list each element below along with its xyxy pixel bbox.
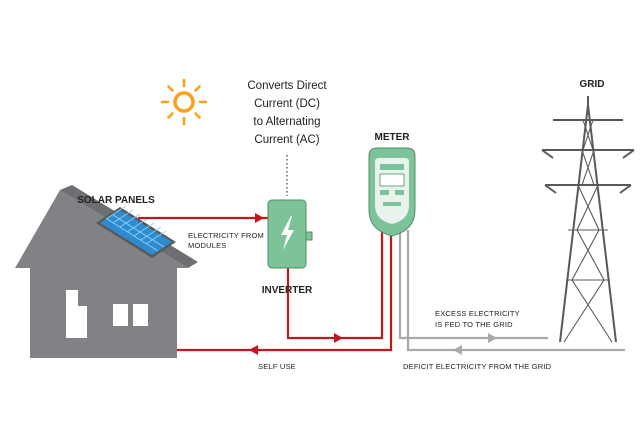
transmission-tower-icon	[541, 96, 635, 343]
inverter-label: INVERTER	[262, 285, 313, 296]
svg-text:MODULES: MODULES	[188, 241, 227, 250]
self-use-label: SELF USE	[258, 362, 296, 371]
arrow-icon	[453, 333, 497, 355]
deficit-electricity-label: DEFICIT ELECTRICITY FROM THE GRID	[403, 362, 552, 371]
wire-meter-to-house	[177, 230, 393, 352]
solar-panel-icon	[96, 205, 176, 258]
arrow-icon	[249, 213, 343, 355]
house-window	[133, 304, 148, 326]
excess-electricity-label: EXCESS ELECTRICITY IS FED TO THE GRID	[435, 309, 520, 329]
svg-text:Converts Direct: Converts Direct	[247, 80, 327, 92]
svg-text:EXCESS ELECTRICITY: EXCESS ELECTRICITY	[435, 309, 520, 318]
svg-text:Current (DC): Current (DC)	[254, 98, 320, 110]
grey-wires	[398, 230, 625, 352]
lightning-bolt-icon	[281, 216, 294, 250]
electricity-from-modules-label: ELECTRICITY FROM MODULES	[188, 231, 264, 250]
sun-icon	[160, 78, 208, 126]
electric-meter-icon	[368, 147, 416, 237]
svg-text:to Alternating: to Alternating	[253, 116, 320, 128]
inverter-icon	[267, 199, 313, 269]
svg-text:Current (AC): Current (AC)	[254, 134, 319, 146]
svg-text:ELECTRICITY FROM: ELECTRICITY FROM	[188, 231, 264, 240]
wire-grid-to-meter	[406, 230, 625, 352]
svg-text:IS FED TO THE GRID: IS FED TO THE GRID	[435, 320, 513, 329]
converts-dc-ac-callout: Converts Direct Current (DC) to Alternat…	[247, 80, 327, 146]
grid-label: GRID	[580, 79, 605, 90]
house-window	[113, 304, 128, 326]
meter-label: METER	[375, 132, 411, 143]
solar-panels-label: SOLAR PANELS	[77, 195, 155, 206]
house-icon	[15, 185, 198, 358]
wire-meter-to-grid	[398, 230, 548, 340]
